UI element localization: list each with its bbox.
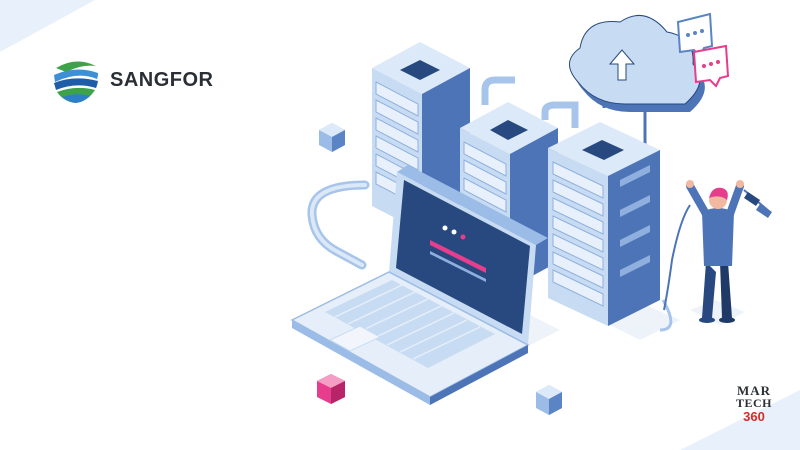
cube-icon	[319, 123, 345, 152]
laptop-trackpad	[328, 325, 382, 352]
sangfor-globe-icon	[53, 56, 99, 104]
server-rack-icon	[548, 122, 660, 326]
watermark-line-1: MAR	[736, 383, 772, 398]
cable	[309, 183, 367, 267]
loading-dot	[442, 225, 448, 231]
technician-figure	[686, 180, 744, 323]
corner-decoration-top-left	[0, 0, 95, 52]
progress-line	[430, 251, 486, 282]
progress-line	[430, 240, 486, 273]
loading-dot	[460, 234, 466, 240]
loading-dot	[451, 229, 457, 235]
floor-shadow	[690, 300, 745, 325]
cube-icon	[536, 385, 562, 415]
laptop-icon	[290, 165, 548, 405]
sangfor-logo: SANGFOR	[52, 55, 214, 105]
corner-decoration-bottom-right	[680, 390, 800, 450]
watermark-line-2: TECH	[735, 396, 772, 410]
cloud-upload-icon	[569, 14, 705, 113]
watermark-line-3: 360	[743, 409, 765, 424]
cable	[481, 76, 515, 105]
chat-bubble-icon	[676, 12, 730, 88]
cube-icon-pink	[317, 374, 345, 404]
cable	[663, 204, 691, 311]
martech360-logo: MAR TECH 360	[734, 384, 774, 423]
cable	[541, 101, 579, 128]
cable-plug-icon	[743, 189, 772, 218]
brand-name: SANGFOR	[110, 68, 214, 91]
